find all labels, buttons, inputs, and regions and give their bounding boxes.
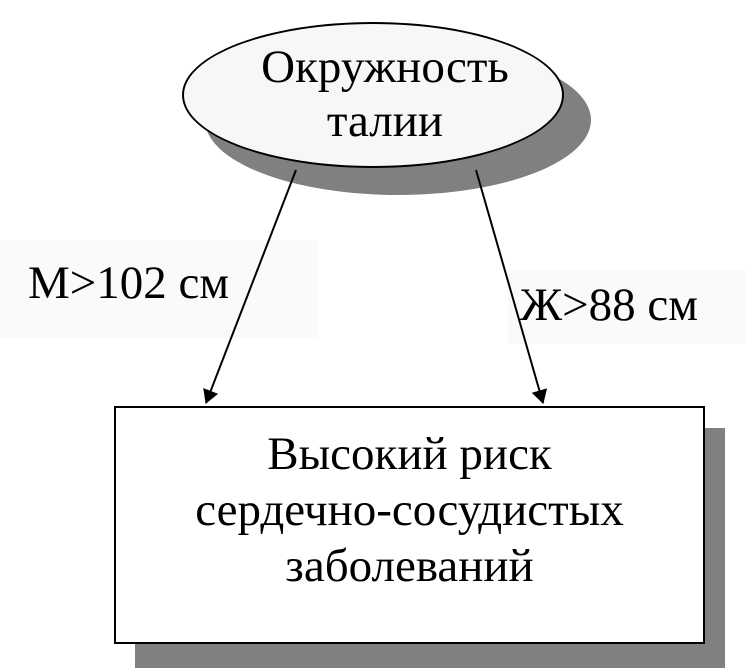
women-label-background xyxy=(508,270,746,344)
high-risk-line-3: заболеваний xyxy=(285,540,534,592)
arrow-men xyxy=(203,169,297,404)
high-risk-line-1: Высокий риск xyxy=(267,428,552,480)
waist-circumference-text: Окружность талии xyxy=(182,40,588,148)
men-threshold-label: М>102 см xyxy=(28,257,230,309)
arrow-women xyxy=(475,169,548,404)
men-label-background xyxy=(0,240,318,338)
high-risk-text: Высокий риск сердечно-сосудистых заболев… xyxy=(114,426,705,594)
waist-circumference-line-2: талии xyxy=(326,95,444,147)
women-threshold-label: Ж>88 см xyxy=(520,279,698,331)
high-risk-line-2: сердечно-сосудистых xyxy=(195,484,624,536)
waist-circumference-node xyxy=(182,22,564,168)
waist-circumference-line-1: Окружность xyxy=(261,41,509,93)
high-risk-node xyxy=(114,406,705,644)
